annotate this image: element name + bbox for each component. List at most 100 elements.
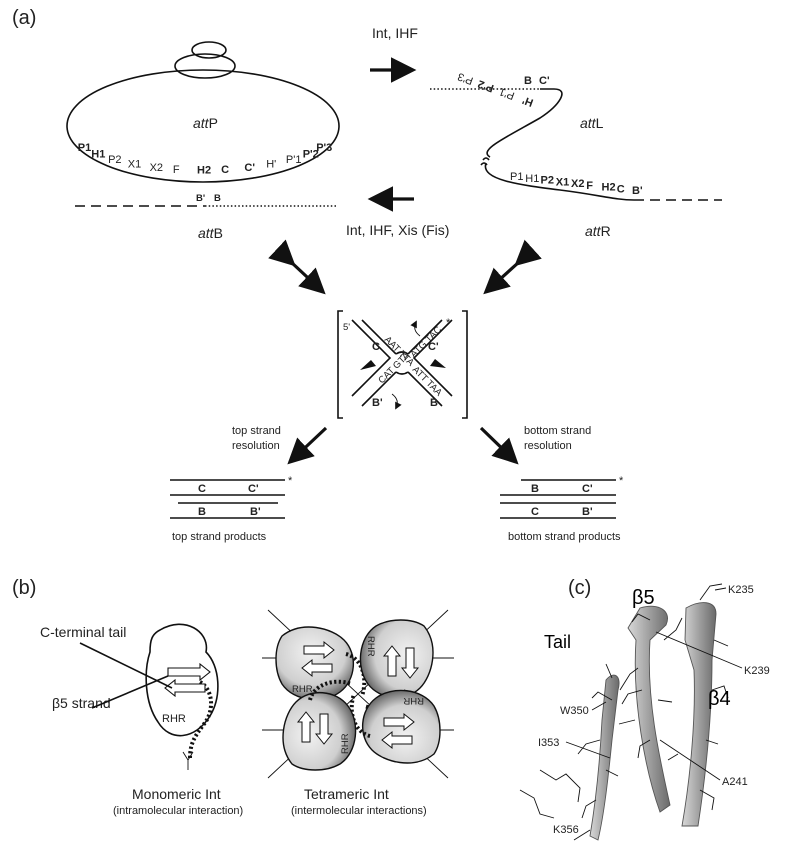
bottom-arrow-label: Int, IHF, Xis (Fis) [346,222,449,238]
attR-site-label: X2 [571,178,584,190]
monomeric-subtitle: (intramolecular interaction) [113,805,243,817]
protomer-tail-arrow [314,713,334,745]
protomer-rhr-label: RHR [292,684,313,695]
residue-A241-leader [659,739,721,781]
attL-curve-sites: H' P'1 P'2 P'3 [456,70,535,108]
protomer-tail-arrow [301,658,333,678]
bottom-resolution-line1: bottom strand [524,425,591,437]
top-product-star: * [288,475,293,487]
beta5-ribbon [627,605,671,813]
protomer-beta-arrow [400,647,420,679]
protomer-body [275,626,355,701]
panel-a-label: (a) [12,7,36,29]
attR-site-label: H2 [602,182,616,194]
attP-circle [66,69,340,183]
attR-label: attR [585,223,611,239]
attL-site-P2prime: P'2 [476,77,495,94]
junction-5prime: 5' [343,322,350,333]
protomer-body [359,619,434,699]
cleavage-arrow-right [430,359,446,368]
bottom-product-C: C [531,506,539,518]
junction-arm-Cprime: C' [428,341,439,353]
attR-site-label: C [617,183,625,195]
protomer-rhr-label: RHR [340,733,351,754]
attB-diagram: B' B attB [75,193,338,241]
monomeric-int: RHR C-terminal tail β5 strand Monomeric … [40,623,243,817]
attP-site-label: X2 [150,162,163,174]
attP-site-label: H' [266,159,276,171]
protomer-tail-arrow [382,645,402,677]
top-product-B: B [198,506,206,518]
beta5-strand-arrow [167,662,211,682]
beta5-label: β5 [632,587,655,609]
attR-site-label: P1 [510,171,523,183]
cleavage-arrow-left [360,360,376,370]
monomer-body [145,623,219,737]
beta4-label: β4 [708,688,731,710]
protomer-beta-arrow [303,640,335,660]
top-resolution-line2: resolution [232,440,280,452]
attP-site-label: X1 [128,159,141,171]
attR-site-label: F [586,180,593,192]
junction-seq-bottom-left: CAT GTA [376,350,412,386]
attL-site-Hprime: H' [521,93,535,108]
bottom-resolution-line2: resolution [524,440,572,452]
top-product-Bprime: B' [250,506,261,518]
junction-star: * [446,317,451,329]
monomeric-title: Monomeric Int [132,786,221,802]
attP-label: attP [193,115,218,131]
protomer-linker [308,679,353,701]
supercoil-lower [174,53,236,79]
junction-arm-C: C [372,341,380,353]
top-product-C: C [198,483,206,495]
junction-seq-top-right: ATG TAC [408,324,444,360]
attB-site-B: B [214,193,221,204]
panel-b-label: (b) [12,577,36,599]
tail-side-chains [519,769,581,819]
attL-site-P1prime: P'1 [498,85,517,102]
bottom-product-star: * [619,475,624,487]
attP-site-label: F [173,164,180,176]
attB-site-Bprime: B' [196,193,205,204]
top-products-caption: top strand products [172,531,267,543]
bottom-products-caption: bottom strand products [508,531,621,543]
attP-site-label: H2 [197,165,211,177]
residue-W350-leader [591,701,607,711]
attP-site-label: P'2 [303,149,319,161]
attR-site-label: H1 [525,173,539,185]
attR-site-label: P2 [541,175,554,187]
protomer-rhr-label: RHR [365,636,376,657]
attL-site-P3prime: P'3 [456,70,475,87]
tetrameric-title: Tetrameric Int [304,786,389,802]
break-mark [480,157,490,166]
junction-right-strands [407,319,453,407]
curl-arrow-top [410,320,421,337]
side-chains [573,583,729,841]
protomer-beta-arrow [296,711,316,743]
tail-label: Tail [544,632,571,652]
attB-label: attB [198,225,223,241]
attP-site-label: P1 [78,142,91,154]
bottom-product-Bprime: B' [582,506,593,518]
top-product-Cprime: C' [248,483,259,495]
bracket-right [462,310,468,419]
attR-site-label: B' [632,185,643,197]
tetrameric-subtitle: (intermolecular interactions) [291,805,427,817]
monomer-rhr-label: RHR [162,713,186,725]
protomer-body [361,689,441,764]
protomer-tail-arrow [383,712,415,732]
monomer-linker [188,680,213,759]
holliday-junction: 5' * C C' B' B AAT TTA ATG TAC CAT GTA A… [337,310,468,419]
residue-K235-leader [714,587,727,591]
supercoil-upper [191,41,227,59]
monomer-y-marker [182,751,194,770]
attR-curve [484,162,635,201]
arrow-top-resolution [287,426,328,465]
junction-seq-bottom-right: ATT TAA [410,364,445,399]
attL-label: attL [580,115,604,131]
beta4-ribbon [681,602,717,827]
attL-site-B: B [524,75,532,87]
